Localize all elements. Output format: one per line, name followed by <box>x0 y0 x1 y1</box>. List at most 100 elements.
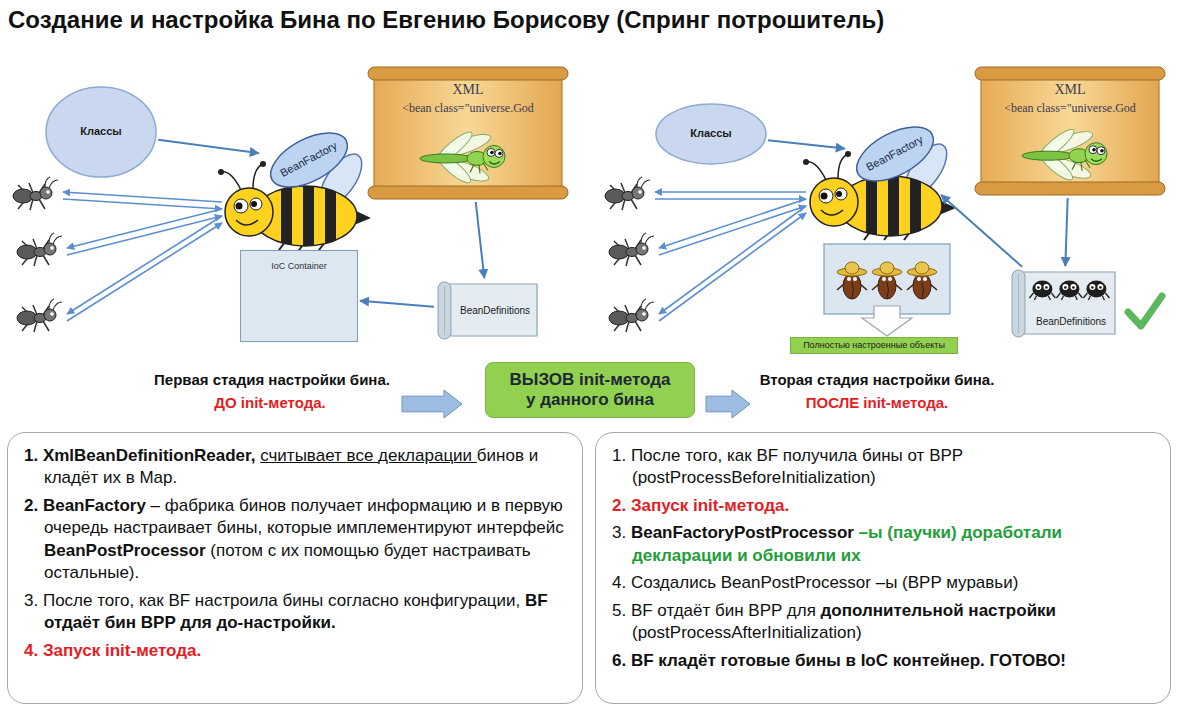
down-arrow <box>862 306 912 336</box>
bug-figure <box>1056 281 1082 301</box>
text-run: очередь <box>44 518 113 537</box>
ellipse-shape <box>656 104 766 164</box>
ant-eye <box>642 246 646 250</box>
stage-list-box: 1. XmlBeanDefinitionReader, считывает вс… <box>7 432 583 704</box>
ant-eye <box>50 312 54 316</box>
text-run: –ы <box>859 523 888 542</box>
dragonfly-leg <box>470 162 488 173</box>
bee-smile <box>821 210 843 215</box>
bee-pupil <box>236 203 243 210</box>
scroll-roll <box>438 282 451 339</box>
scroll-roll-line <box>444 286 445 335</box>
bee-antenna-tip <box>218 169 224 175</box>
text-run: первую <box>505 496 563 515</box>
bean-eye <box>882 277 886 281</box>
bee-wing: BeanFactory <box>261 120 358 199</box>
list-item: 2. BeanFactory – фабрика бинов получает … <box>24 495 566 585</box>
stage-list-box: 1. После того, как BF получила бины от B… <box>595 432 1171 704</box>
text-run: 5. <box>612 601 631 620</box>
node-text: Полностью настроенные объекты <box>803 340 945 351</box>
ant-antenna <box>49 233 62 244</box>
text-run: декларации <box>632 546 737 565</box>
bean-crease <box>887 282 889 298</box>
text-run: настраивает <box>113 518 216 537</box>
bug-eye <box>1043 284 1049 290</box>
parchment <box>446 284 537 336</box>
bee-antenna <box>806 154 848 180</box>
ant-arrow <box>659 213 806 321</box>
connector-arrow <box>941 195 1022 267</box>
check-mark <box>1128 296 1162 326</box>
bug-eye <box>1062 284 1068 290</box>
ellipse-shape <box>46 87 156 177</box>
list-item: 5. BF отдаёт бин BPP для дополнительной … <box>612 600 1154 645</box>
stage-label: ДО init-метода. <box>214 394 325 411</box>
ant-eye <box>642 312 646 316</box>
connector-arrow <box>158 140 258 154</box>
bean-body <box>878 273 896 299</box>
bean-eye <box>923 277 927 281</box>
node-text: ВЫЗОВ init-метода у данного бина <box>506 370 674 411</box>
bee-stripe <box>325 184 336 248</box>
bug-pupil <box>1045 286 1048 289</box>
text-run: XmlBeanDefinitionReader, <box>43 446 260 465</box>
text-run: 1. <box>24 446 43 465</box>
text-run: их <box>841 546 861 565</box>
text-run: 3. <box>24 591 43 610</box>
dragonfly-head <box>483 145 505 167</box>
bug-body <box>1059 281 1079 298</box>
ant-head <box>44 309 56 321</box>
text-run: как <box>139 591 168 610</box>
text-run: бины, <box>217 518 267 537</box>
scroll-roll <box>368 67 568 80</box>
wing-shape <box>262 122 356 199</box>
list-item: 2. Запуск init-метода. <box>612 495 1154 517</box>
bean-figure <box>872 262 902 299</box>
dragonfly-pupil <box>1100 149 1104 153</box>
text-run: отдаёт <box>44 613 105 632</box>
ant-head <box>632 187 644 199</box>
bee-stripe <box>303 184 314 248</box>
parchment <box>374 74 562 195</box>
bean-figure <box>837 262 867 299</box>
ant-figure <box>17 233 62 266</box>
bee-head <box>225 188 273 236</box>
text-run: настройки <box>968 601 1056 620</box>
ant-figure <box>609 299 654 332</box>
ant-arrow <box>659 199 806 248</box>
text-run: которые <box>267 518 337 537</box>
list-item: 6. BF кладёт готовые бины в IoC контейне… <box>612 650 1154 672</box>
bug-pupil <box>1099 286 1102 289</box>
text-run: – <box>151 496 165 515</box>
node-text: XML <box>1054 82 1085 99</box>
scroll-roll-line <box>1018 274 1019 333</box>
text-run: декларации <box>378 446 477 465</box>
block-arrow <box>706 390 750 418</box>
text-run: согласно <box>328 591 403 610</box>
text-run: конфигурации, <box>404 591 526 610</box>
ant-leg <box>635 321 641 331</box>
text-run: BF <box>525 591 548 610</box>
text-run: бинов <box>239 496 291 515</box>
text-run: дополнительной <box>821 601 969 620</box>
bee-stripe <box>910 174 921 238</box>
dragonfly-figure <box>420 128 505 186</box>
ant-eye <box>638 190 642 194</box>
block-arrow <box>402 390 462 418</box>
text-run: 3. <box>612 523 631 542</box>
dragonfly-figure <box>1022 125 1107 183</box>
bee-antenna-tip <box>260 161 266 167</box>
text-run: получает <box>291 496 367 515</box>
text-run: будет <box>384 541 433 560</box>
bean-body <box>913 273 931 299</box>
text-run: того, <box>97 591 139 610</box>
text-run: информацию <box>367 496 477 515</box>
node-text: BeanDefinitions <box>1036 316 1106 328</box>
text-run: бин <box>715 601 748 620</box>
bean-crease <box>922 282 924 298</box>
text-run: доработали <box>961 523 1062 542</box>
text-run: BF <box>168 591 194 610</box>
text-run: бинов <box>477 446 529 465</box>
ant-head <box>40 187 52 199</box>
text-run: BeanPostProcessor <box>44 541 210 560</box>
